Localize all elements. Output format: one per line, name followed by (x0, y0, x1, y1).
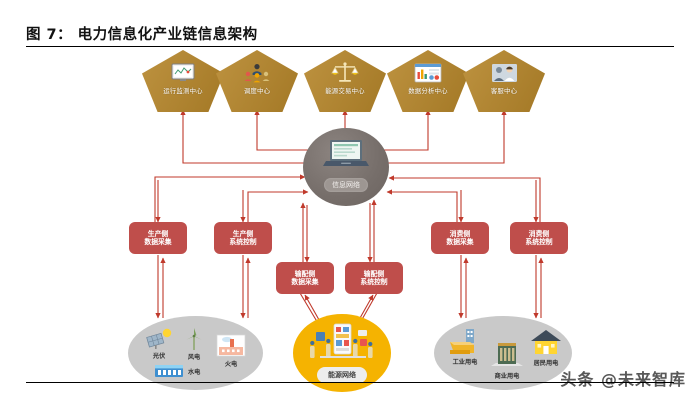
layer-box-3-line2: 系统控制 (360, 278, 388, 286)
figure-title: 图 7： 电力信息化产业链信息架构 (26, 26, 258, 43)
layer-box-2-line2: 数据采集 (291, 278, 319, 286)
consumption-label-2: 居民用电 (533, 360, 559, 367)
customer-service-icon (490, 62, 518, 83)
center-node-4[interactable]: 客服中心 (463, 50, 545, 112)
energy-network-illustration (306, 322, 378, 373)
layer-box-5-line1: 消费侧 (528, 229, 550, 238)
generation-label-2: 火电 (224, 361, 238, 368)
generation-label-1: 风电 (187, 354, 201, 361)
layer-box-1-line1: 生产侧 (232, 229, 254, 238)
consumption-label-1: 商业用电 (494, 373, 520, 380)
generation-label-0: 光伏 (152, 353, 166, 360)
office-building-icon (491, 343, 523, 366)
energy-network-label: 能源网络 (317, 367, 367, 383)
layer-box-2-line1: 输配侧 (294, 269, 316, 278)
layer-box-3[interactable]: 输配侧 系统控制 (345, 262, 403, 294)
solar-panel-icon (146, 328, 172, 349)
generation-item-1: 风电 (183, 327, 205, 361)
center-node-0[interactable]: 运行监测中心 (142, 50, 224, 112)
center-node-label-4: 客服中心 (490, 87, 518, 95)
layer-box-3-line1: 输配侧 (363, 269, 385, 278)
generation-item-2: 火电 (216, 334, 246, 368)
layer-box-1[interactable]: 生产侧 系统控制 (214, 222, 272, 254)
thermal-plant-icon (216, 334, 246, 357)
consumption-item-1: 商业用电 (490, 342, 524, 380)
layer-box-0-line1: 生产侧 (147, 229, 169, 238)
generation-item-3: 水电 (154, 362, 200, 380)
laptop-icon (323, 138, 369, 175)
layer-box-1-line2: 系统控制 (229, 238, 257, 246)
center-node-label-1: 调度中心 (243, 87, 271, 95)
center-node-2[interactable]: 能源交易中心 (304, 50, 386, 112)
layer-box-0-line2: 数据采集 (144, 238, 172, 246)
layer-box-4[interactable]: 消费侧 数据采集 (431, 222, 489, 254)
bar-chart-dashboard-icon (414, 62, 442, 83)
consumption-label-0: 工业用电 (452, 359, 478, 366)
monitor-chart-icon (169, 62, 197, 83)
factory-icon (450, 329, 474, 354)
layer-box-5[interactable]: 消费侧 系统控制 (510, 222, 568, 254)
information-network-hub[interactable]: 信息网络 (303, 128, 389, 206)
watermark: 头条 @未来智库 (560, 370, 686, 389)
energy-network-cluster[interactable]: 能源网络 (293, 314, 391, 392)
generation-label-3: 水电 (188, 368, 201, 376)
consumption-item-2: 居民用电 (529, 329, 563, 367)
house-icon (531, 330, 561, 354)
hydro-dam-icon (155, 365, 183, 377)
layer-box-0[interactable]: 生产侧 数据采集 (129, 222, 187, 254)
balance-scale-icon (331, 62, 359, 83)
layer-box-5-line2: 系统控制 (525, 238, 553, 246)
generation-item-0: 光伏 (146, 328, 172, 360)
center-node-label-3: 数据分析中心 (408, 87, 448, 95)
hub-label: 信息网络 (324, 178, 368, 192)
figure-title-bar: 图 7： 电力信息化产业链信息架构 (26, 20, 674, 47)
people-group-icon (243, 62, 271, 83)
center-node-label-0: 运行监测中心 (163, 87, 203, 95)
generation-cluster[interactable]: 光伏 风电 火电 (128, 316, 263, 390)
consumption-cluster[interactable]: 工业用电 商业用电 (434, 316, 572, 390)
center-node-1[interactable]: 调度中心 (216, 50, 298, 112)
layer-box-4-line1: 消费侧 (449, 229, 471, 238)
center-node-label-2: 能源交易中心 (325, 87, 365, 95)
bottom-rule (26, 382, 674, 383)
layer-box-4-line2: 数据采集 (446, 238, 474, 246)
layer-box-2[interactable]: 输配侧 数据采集 (276, 262, 334, 294)
consumption-item-0: 工业用电 (448, 328, 482, 366)
center-node-3[interactable]: 数据分析中心 (387, 50, 469, 112)
wind-turbine-icon (186, 328, 202, 350)
